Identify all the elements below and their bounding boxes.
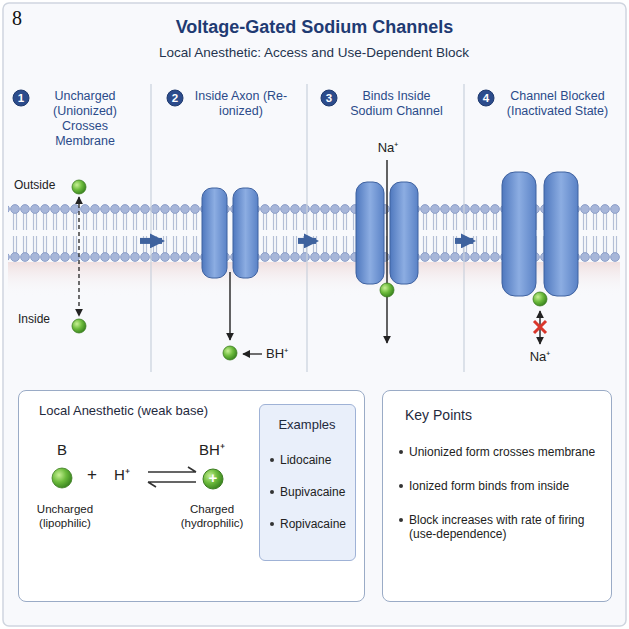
channel-half [356,182,384,284]
step-panel: Uncharged (Unionized) Crosses Membrane1 [8,80,140,378]
diffusion-arrow [78,197,79,316]
step-panel: Binds Inside Sodium Channel3 [316,80,455,378]
channel-half [544,172,578,296]
step-panel: Inside Axon (Re-ionized)2 [162,80,298,378]
ion-label: Na⁺ [368,140,408,156]
pointer-arrow [243,353,262,354]
channel-half [202,188,227,278]
step-number: 2 [166,89,184,107]
examples-box: ExamplesLidocaineBupivacaineRopivacaine [259,404,356,561]
bullet-item: Unionized form crosses membrane [409,445,607,459]
formula-label: BH⁺ [192,441,232,459]
formula-label: H⁺ [105,466,139,484]
form-caption: Uncharged (lipophilic) [22,503,108,531]
number-circle-outline [478,90,494,106]
step-number-circle: 4 [477,89,495,107]
form-caption: Charged (hydrophilic) [170,503,254,531]
panel-divider [463,84,464,372]
info-box: Local Anesthetic (weak base) + ExamplesLid… [18,390,365,602]
number-circle-outline [167,90,183,106]
drug-molecule [72,319,86,333]
step-heading: Binds Inside Sodium Channel [342,89,451,119]
step-panel: Channel Blocked (Inactivated State)4 [473,80,620,378]
bullet-dot [399,484,403,488]
entry-arrow [229,272,230,340]
step-heading: Uncharged (Unionized) Crosses Membrane [34,89,136,149]
box-heading: Local Anesthetic (weak base) [39,403,254,419]
bullet-dot [399,518,403,522]
charged-molecule: + [202,468,224,490]
bullet-item: Block increases with rate of firing (use… [409,513,607,542]
number-circle-outline [13,90,29,106]
step-number: 3 [320,89,338,107]
step-number: 4 [477,89,495,107]
bullet-item: Bupivacaine [280,485,354,499]
drug-molecule [72,180,86,194]
sodium-flow-arrow [386,160,387,343]
figure-number: 8 [12,6,42,30]
ion-label: BH⁺ [266,346,302,362]
bullet-item: Ropivacaine [280,517,354,531]
channel-half [233,188,258,278]
box-heading: Key Points [405,407,595,424]
step-number-circle: 1 [12,89,30,107]
block-cross [534,321,546,333]
bullet-dot [270,522,274,526]
step-arrow [140,238,162,244]
step-heading: Channel Blocked (Inactivated State) [499,89,616,119]
subtitle: Local Anesthetic: Access and Use-Depende… [64,45,564,61]
step-number: 1 [12,89,30,107]
frame [3,3,626,626]
step-arrow [298,238,316,244]
block-cross [534,321,546,333]
bullet-dot [270,458,274,462]
step-heading: Inside Axon (Re-ionized) [188,89,294,119]
charge-sign: + [202,467,224,489]
step-arrow [455,238,473,244]
bullet-item: Ionized form binds from inside [409,479,607,493]
step-number-circle: 3 [320,89,338,107]
drug-molecule [533,292,547,306]
drug-molecule [380,283,394,297]
step-number-circle: 2 [166,89,184,107]
side-label: Outside [14,178,70,192]
channel-half [390,182,418,284]
bullet-dot [270,490,274,494]
side-label: Inside [18,312,68,326]
drug-molecule [223,346,237,360]
number-circle-outline [321,90,337,106]
panel-divider [150,84,151,372]
panel-divider [306,84,307,372]
diagram-title: Voltage-Gated Sodium Channels [0,17,629,38]
channel-half [502,172,536,296]
ion-label: Na⁺ [520,349,560,365]
box-heading: Examples [260,417,354,433]
bullet-item: Lidocaine [280,453,354,467]
formula-label: + [82,465,102,485]
formula-label: B [47,441,77,459]
bullet-dot [399,450,403,454]
info-box: Key PointsUnionized form crosses membran… [382,390,612,602]
